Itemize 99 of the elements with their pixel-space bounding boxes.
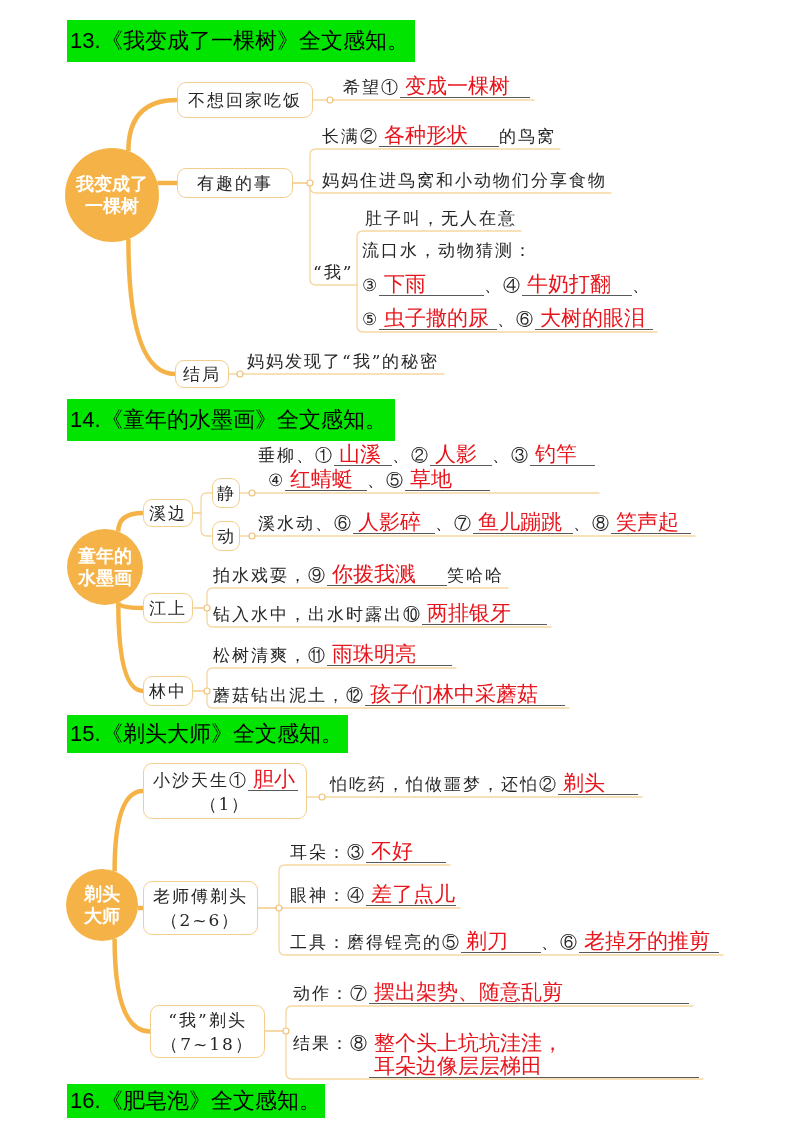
branch-text: 耳朵：③ — [290, 842, 366, 862]
fill-in-line: 剃头 — [558, 771, 638, 795]
branch-text: ③ — [362, 274, 379, 295]
branch-line — [356, 230, 522, 286]
main-branch-line — [126, 238, 176, 377]
topic-circle: 童年的水墨画 — [67, 529, 143, 605]
fill-in-line: 两排银牙 — [422, 601, 547, 625]
heading-band: 16.《肥皂泡》全文感知。 — [67, 1084, 325, 1118]
main-branch-line — [112, 788, 144, 872]
fill-in-line: 各种形状 — [379, 123, 499, 147]
branch-text: 笑哈哈 — [447, 565, 504, 585]
branch-text: 溪水动、⑥ — [258, 513, 353, 533]
branch-line — [312, 99, 535, 101]
fill-in-line: 鱼儿蹦跳 — [473, 510, 573, 534]
fill-in-line: 不好 — [366, 839, 446, 863]
fill-in-line: 变成一棵树 — [400, 74, 530, 98]
fill-in-line: 下雨 — [379, 271, 484, 296]
branch-text: 、④ — [484, 274, 522, 295]
branch-line — [239, 535, 696, 537]
main-branch-line — [112, 938, 151, 1034]
fill-in-line: 雨珠明亮 — [327, 642, 452, 666]
branch-text: 肚子叫，无人在意 — [365, 208, 517, 228]
branch-text: 、⑧ — [573, 513, 611, 533]
branch-line — [192, 607, 552, 628]
fill-in-line: 摆出架势、随意乱剪 — [369, 980, 689, 1004]
fill-in-line: 剃刀 — [461, 929, 541, 953]
fill-in-line: 人影 — [430, 442, 492, 466]
heading-band: 15.《剃头大师》全文感知。 — [67, 715, 348, 753]
branch-box: 江上 — [143, 593, 193, 623]
branch-text: 、⑦ — [435, 513, 473, 533]
paragraph-note: （2~6） — [160, 910, 241, 930]
branch-text: 流口水，动物猜测： — [362, 240, 533, 260]
branch-text: 长满② — [322, 126, 379, 146]
fill-in-line: 红蜻蜓 — [285, 467, 367, 491]
branch-line — [192, 512, 213, 537]
branch-text: 、② — [392, 445, 430, 465]
branch-box: 林中 — [143, 676, 193, 706]
topic-circle: 剃头大师 — [66, 869, 138, 941]
fill-in-line: 老掉牙的推剪 — [579, 929, 719, 953]
branch-text: 妈妈发现了“我”的秘密 — [247, 351, 440, 371]
heading-band: 14.《童年的水墨画》全文感知。 — [67, 399, 395, 441]
branch-text: 拍水戏耍，⑨ — [213, 565, 327, 585]
branch-text: 、③ — [492, 445, 530, 465]
branch-box: 溪边 — [143, 499, 193, 527]
branch-line — [192, 690, 570, 709]
branch-box: 不想回家吃饭 — [177, 82, 313, 118]
paragraph-note: （7~18） — [161, 1033, 254, 1054]
branch-line — [239, 492, 600, 494]
branch-text: 眼神：④ — [290, 885, 366, 905]
fill-in-line: 虫子撒的尿 — [379, 306, 497, 330]
main-branch-line — [157, 180, 177, 186]
branch-line — [264, 1030, 704, 1080]
branch-box — [150, 1005, 265, 1058]
fill-in-line: 牛奶打翻 — [522, 271, 632, 296]
topic-circle: 我变成了一棵树 — [65, 148, 159, 242]
fill-in-line: 你拨我溅 — [327, 562, 447, 586]
branch-box: 动 — [212, 521, 240, 551]
branch-box: 有趣的事 — [177, 168, 293, 198]
branch-text: 老师傅剃头 — [153, 886, 248, 906]
branch-box: 静 — [212, 478, 240, 508]
fill-in-line: 孩子们林中采蘑菇 — [365, 682, 565, 706]
branch-text: 、⑥ — [541, 932, 579, 952]
branch-text: 蘑菇钻出泥土，⑫ — [213, 685, 365, 705]
branch-text: 松树清爽，⑪ — [213, 645, 327, 665]
fill-in-line: 草地 — [405, 467, 490, 491]
heading-band: 13.《我变成了一棵树》全文感知。 — [67, 20, 415, 62]
branch-line — [356, 284, 658, 333]
fill-in-line: 差了点儿 — [366, 882, 456, 906]
fill-in-line: 钓竿 — [530, 442, 595, 466]
fill-in-line: 整个头上坑坑洼洼，耳朵边像层层梯田 — [369, 1031, 699, 1078]
fill-in-line: 笑声起 — [611, 510, 691, 534]
branch-text: 动作：⑦ — [293, 983, 369, 1003]
branch-line — [228, 373, 445, 375]
branch-text: 怕吃药，怕做噩梦，还怕② — [330, 774, 558, 794]
branch-text: ④ — [268, 470, 285, 490]
branch-text: 希望① — [343, 77, 400, 97]
branch-text: 结果：⑧ — [293, 1033, 369, 1053]
branch-text: 、⑥ — [497, 309, 535, 329]
branch-box — [143, 881, 258, 935]
branch-box — [143, 763, 307, 819]
branch-text: 妈妈住进鸟窝和小动物们分享食物 — [322, 170, 607, 190]
branch-text: 工具：磨得锃亮的⑤ — [290, 932, 461, 952]
fill-in-line: 胆小 — [247, 766, 298, 791]
branch-box: 结局 — [175, 360, 229, 388]
branch-text: 的鸟窝 — [499, 126, 556, 146]
branch-text: ⑤ — [362, 309, 379, 329]
branch-text: 小沙天生① — [152, 769, 248, 790]
fill-in-line: 山溪 — [334, 442, 392, 466]
branch-line — [306, 796, 643, 798]
branch-text: “我” — [313, 262, 354, 282]
branch-text: 钻入水中，出水时露出⑩ — [213, 604, 422, 624]
fill-in-line: 大树的眼泪 — [535, 306, 653, 330]
branch-text: 、⑤ — [367, 470, 405, 490]
branch-text: 垂柳、① — [258, 445, 334, 465]
branch-text: “我”剃头 — [168, 1009, 247, 1030]
branch-text: 、 — [632, 274, 651, 295]
main-branch-line — [126, 97, 178, 152]
paragraph-note: （1） — [199, 793, 251, 814]
fill-in-line: 人影碎 — [353, 510, 435, 534]
